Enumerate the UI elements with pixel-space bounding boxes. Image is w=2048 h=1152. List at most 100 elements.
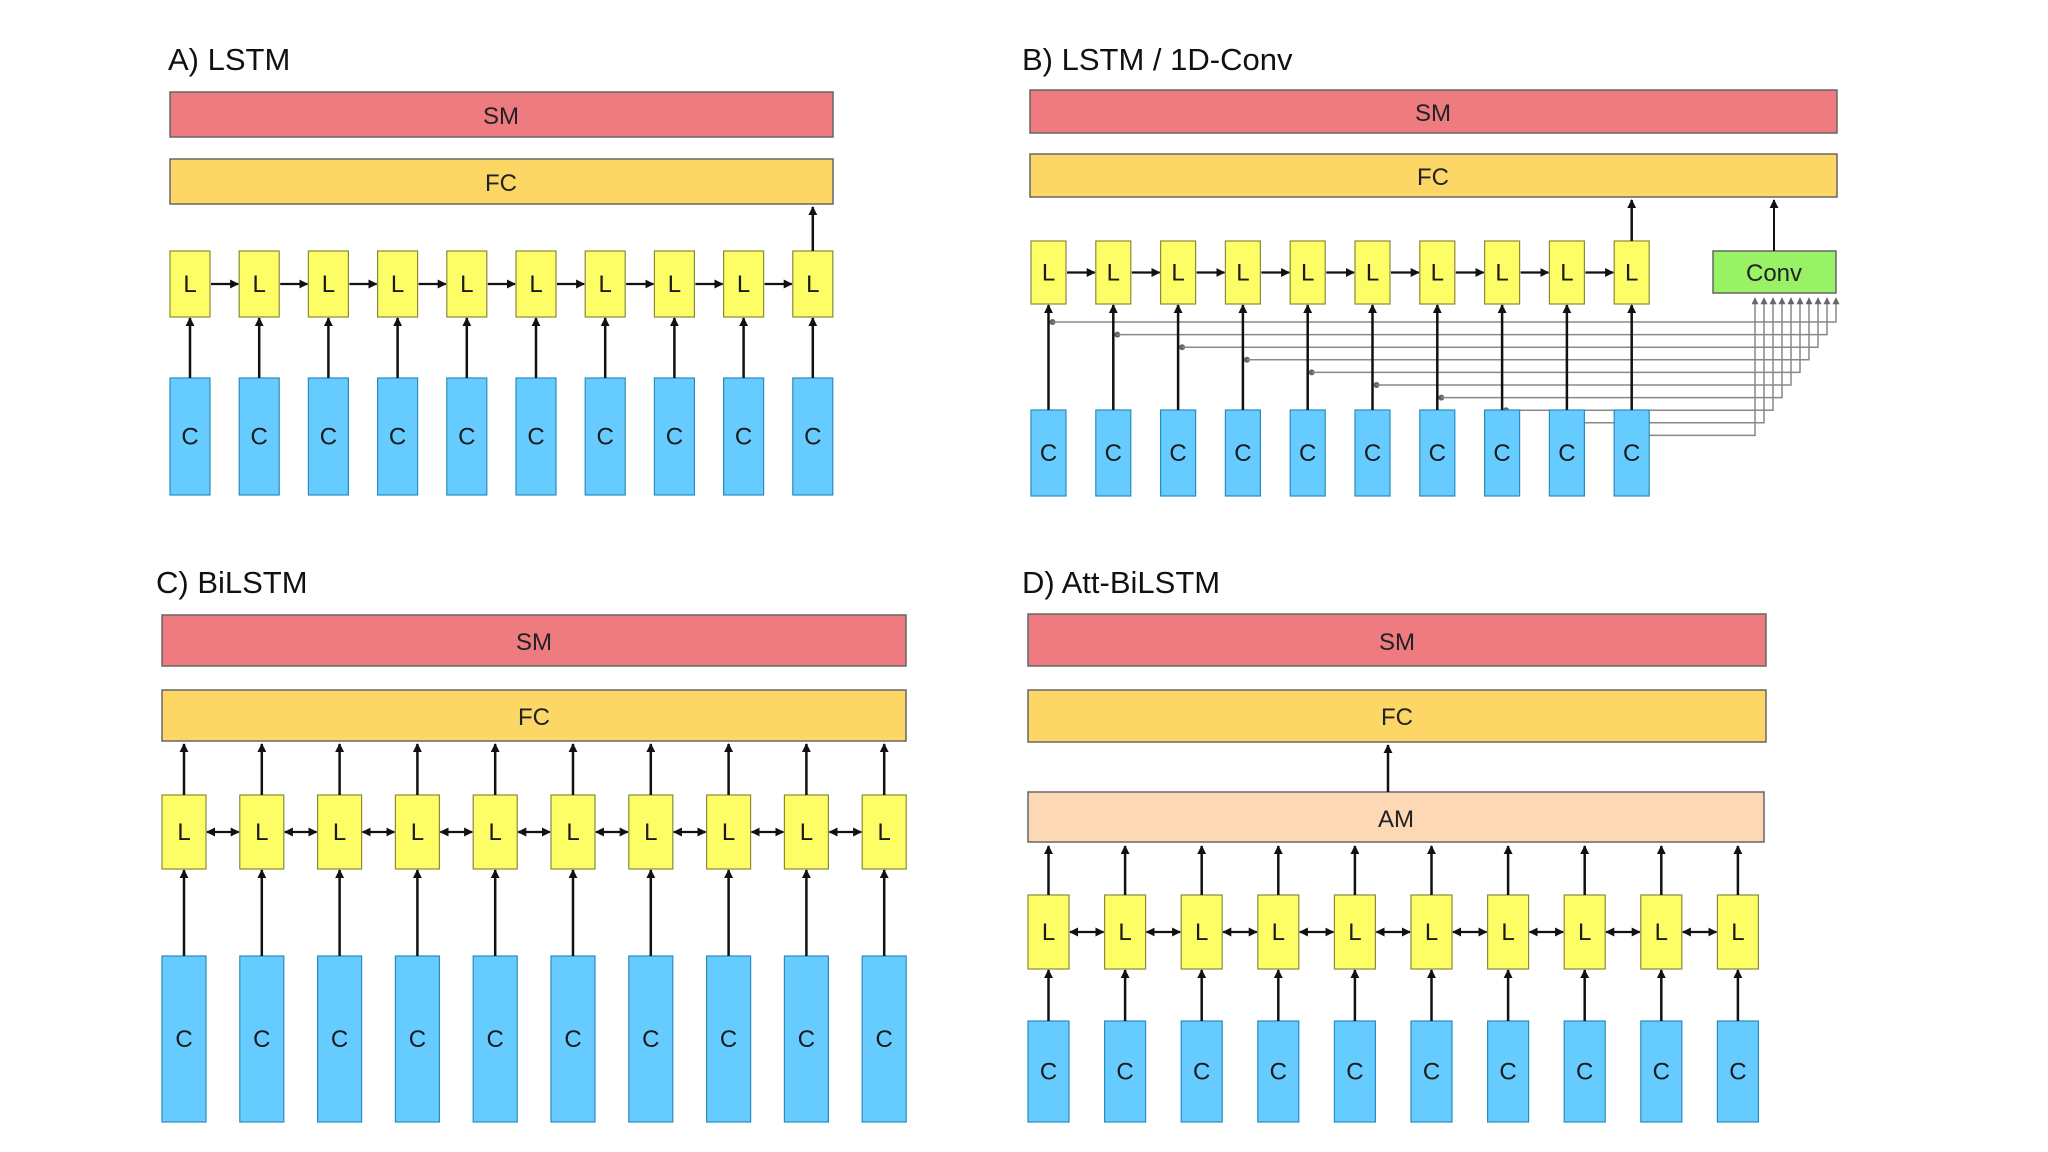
panel-b-lstm-label: L xyxy=(1042,260,1055,287)
panel-a-lstm-cell xyxy=(169,250,211,318)
panel-b-input-label: C xyxy=(1169,440,1186,467)
panel-a-lstm-label: L xyxy=(322,271,335,298)
panel-d-title: D) Att-BiLSTM xyxy=(1022,565,1220,600)
panel-a-input-label: C xyxy=(597,424,614,451)
panel-c-input-label: C xyxy=(642,1026,659,1053)
panel-d-softmax-label: SM xyxy=(1379,629,1415,656)
panel-d-fc-layer xyxy=(1027,689,1767,743)
panel-a-lstm-label: L xyxy=(391,271,404,298)
panel-a-lstm-label: L xyxy=(668,271,681,298)
panel-c-softmax-label: SM xyxy=(516,629,552,656)
panel-d-lstm-label: L xyxy=(1195,919,1208,946)
panel-d-softmax-layer xyxy=(1027,613,1767,667)
panel-b-title: B) LSTM / 1D-Conv xyxy=(1022,42,1293,77)
panel-b-lstm-label: L xyxy=(1560,260,1573,287)
panel-a-softmax-layer xyxy=(169,91,834,138)
panel-a-lstm-cell xyxy=(515,250,557,318)
panel-d-lstm-cell xyxy=(1716,894,1760,970)
panel-d-input-box xyxy=(1180,1020,1223,1123)
panel-a-fc-label: FC xyxy=(485,170,517,197)
panel-c-lstm-label: L xyxy=(333,819,346,846)
panel-b-conv-line xyxy=(1635,297,1759,437)
panel-b-input-label: C xyxy=(1040,440,1057,467)
panel-c-lstm-label: L xyxy=(566,819,579,846)
panel-a-lstm-label: L xyxy=(460,271,473,298)
panel-b-conv-line xyxy=(1441,297,1786,399)
panel-d-input-box xyxy=(1257,1020,1300,1123)
panel-c-lstm-label: L xyxy=(411,819,424,846)
panel-b-lstm-label: L xyxy=(1366,260,1379,287)
panel-a-lstm-cell xyxy=(377,250,419,318)
panel-d-lstm-label: L xyxy=(1501,919,1514,946)
panel-d-input-box xyxy=(1640,1020,1683,1123)
panel-d-input-box xyxy=(1716,1020,1760,1123)
panel-c-lstm-cell xyxy=(628,794,674,870)
panel-c-input-label: C xyxy=(487,1026,504,1053)
panel-a-lstm-label: L xyxy=(253,271,266,298)
panel-a-input-label: C xyxy=(181,424,198,451)
panel-d-lstm-cell xyxy=(1257,894,1300,970)
panel-c-lstm-cell xyxy=(161,794,207,870)
panel-c-input-box xyxy=(550,955,596,1123)
panel-c-input-label: C xyxy=(253,1026,270,1053)
panel-a-input-box xyxy=(238,377,280,496)
panel-c-lstm-label: L xyxy=(177,819,190,846)
panel-a-lstm-cell xyxy=(792,250,834,318)
panel-a-input-box xyxy=(515,377,557,496)
panel-b-conv-connections xyxy=(1049,297,1840,439)
panel-d-input-label: C xyxy=(1040,1059,1057,1086)
panel-b-softmax-layer xyxy=(1029,89,1838,134)
panel-b-input-box xyxy=(1548,409,1586,497)
panel-a-lstm-label: L xyxy=(183,271,196,298)
panel-c-lstm-label: L xyxy=(722,819,735,846)
panel-b-fc-layer xyxy=(1029,153,1838,198)
panel-b-conv-line xyxy=(1246,297,1813,361)
panel-c-input-label: C xyxy=(331,1026,348,1053)
panel-a-fc-layer xyxy=(169,158,834,205)
panel-b-conv-line xyxy=(1311,297,1804,374)
panel-a-input-label: C xyxy=(804,424,821,451)
panel-b-lstm-label: L xyxy=(1625,260,1638,287)
panel-d-attention-layer xyxy=(1027,791,1765,843)
panel-a-lstm-cell xyxy=(238,250,280,318)
panel-b-lstm-label: L xyxy=(1431,260,1444,287)
panel-d-fc-label: FC xyxy=(1381,704,1413,731)
panel-c-lstm-cell xyxy=(394,794,440,870)
panel-b-lstm-cell xyxy=(1548,240,1586,305)
panel-d-lstm-label: L xyxy=(1731,919,1744,946)
panel-c-lstm-cell xyxy=(861,794,907,870)
panel-c-lstm-label: L xyxy=(255,819,268,846)
panel-a-input-label: C xyxy=(320,424,337,451)
panel-b-conv-line xyxy=(1117,297,1831,336)
panel-b-input-label: C xyxy=(1299,440,1316,467)
panel-d-input-box xyxy=(1103,1020,1147,1123)
panel-c-input-box xyxy=(239,955,285,1123)
panel-c-lstm-label: L xyxy=(878,819,891,846)
panel-b-input-label: C xyxy=(1429,440,1446,467)
panel-c-input-box xyxy=(705,955,752,1123)
panel-d-lstm-cell xyxy=(1410,894,1453,970)
panel-d-input-box xyxy=(1486,1020,1530,1123)
panel-b-input-box xyxy=(1159,409,1197,497)
panel-d-lstm-label: L xyxy=(1425,919,1438,946)
panel-a-input-label: C xyxy=(735,424,752,451)
panel-c-lstm-cell xyxy=(239,794,285,870)
panel-b-input-box xyxy=(1483,409,1521,497)
panel-b-lstm-cell xyxy=(1613,240,1650,305)
panel-a-lstm-cell xyxy=(446,250,488,318)
panel-c-softmax-layer xyxy=(161,614,907,667)
panel-a-input-box xyxy=(722,377,765,496)
panel-b-input-box xyxy=(1613,409,1650,497)
panel-b-lstm-cell xyxy=(1354,240,1391,305)
panel-a-lstm-cell xyxy=(722,250,765,318)
panel-c-lstm-cell xyxy=(317,794,363,870)
panel-a-input-box xyxy=(377,377,419,496)
panel-a-input-box xyxy=(653,377,696,496)
panel-d-input-label: C xyxy=(1346,1059,1363,1086)
